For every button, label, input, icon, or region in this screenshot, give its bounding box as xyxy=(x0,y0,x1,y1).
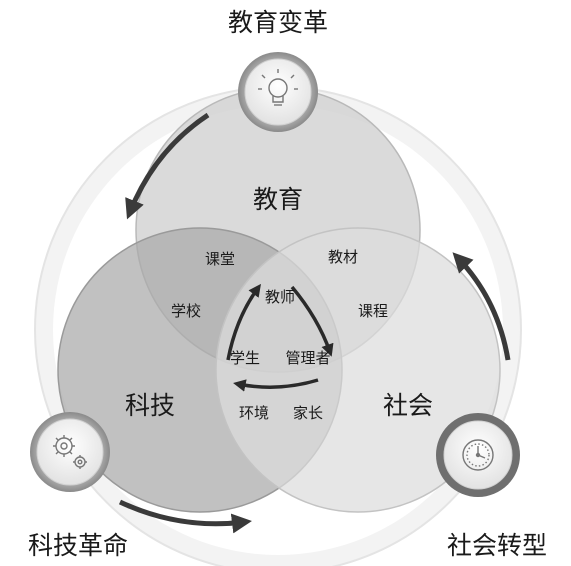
label-parents: 家长 xyxy=(293,404,323,422)
label-school: 学校 xyxy=(171,302,201,320)
arrow-left-to-right-bottom xyxy=(118,499,252,534)
label-textbook: 教材 xyxy=(328,248,358,266)
center-arrow-bottom xyxy=(233,378,319,392)
lightbulb-icon xyxy=(258,69,298,106)
center-arrow-left xyxy=(226,283,261,361)
outer-cycle-arrows xyxy=(118,112,511,534)
center-arrow-right xyxy=(290,285,334,357)
label-society: 社会 xyxy=(383,391,433,420)
label-teacher: 教师 xyxy=(265,288,295,306)
badge-top xyxy=(238,52,318,132)
venn-circles xyxy=(57,87,501,513)
label-classroom: 课堂 xyxy=(205,250,235,268)
gears-icon xyxy=(53,435,87,469)
label-education: 教育 xyxy=(253,185,303,214)
label-environment: 环境 xyxy=(239,404,269,422)
center-cycle-arrows xyxy=(226,283,334,392)
badge-left xyxy=(30,412,110,492)
circle-society xyxy=(215,227,501,513)
label-student: 学生 xyxy=(230,349,260,367)
label-manager: 管理者 xyxy=(285,349,330,367)
label-education-reform: 教育变革 xyxy=(228,8,328,37)
badge-right xyxy=(436,413,520,497)
label-curriculum: 课程 xyxy=(358,302,388,320)
arrow-right-to-top xyxy=(452,252,511,361)
labels: 教育变革 科技革命 社会转型 教育 科技 社会 课堂 学校 教材 课程 环境 家… xyxy=(28,8,547,560)
label-technology: 科技 xyxy=(125,391,175,420)
label-tech-revolution: 科技革命 xyxy=(28,531,128,560)
clock-icon xyxy=(462,439,494,471)
arrow-top-to-left xyxy=(125,112,210,220)
label-social-transformation: 社会转型 xyxy=(447,531,547,560)
